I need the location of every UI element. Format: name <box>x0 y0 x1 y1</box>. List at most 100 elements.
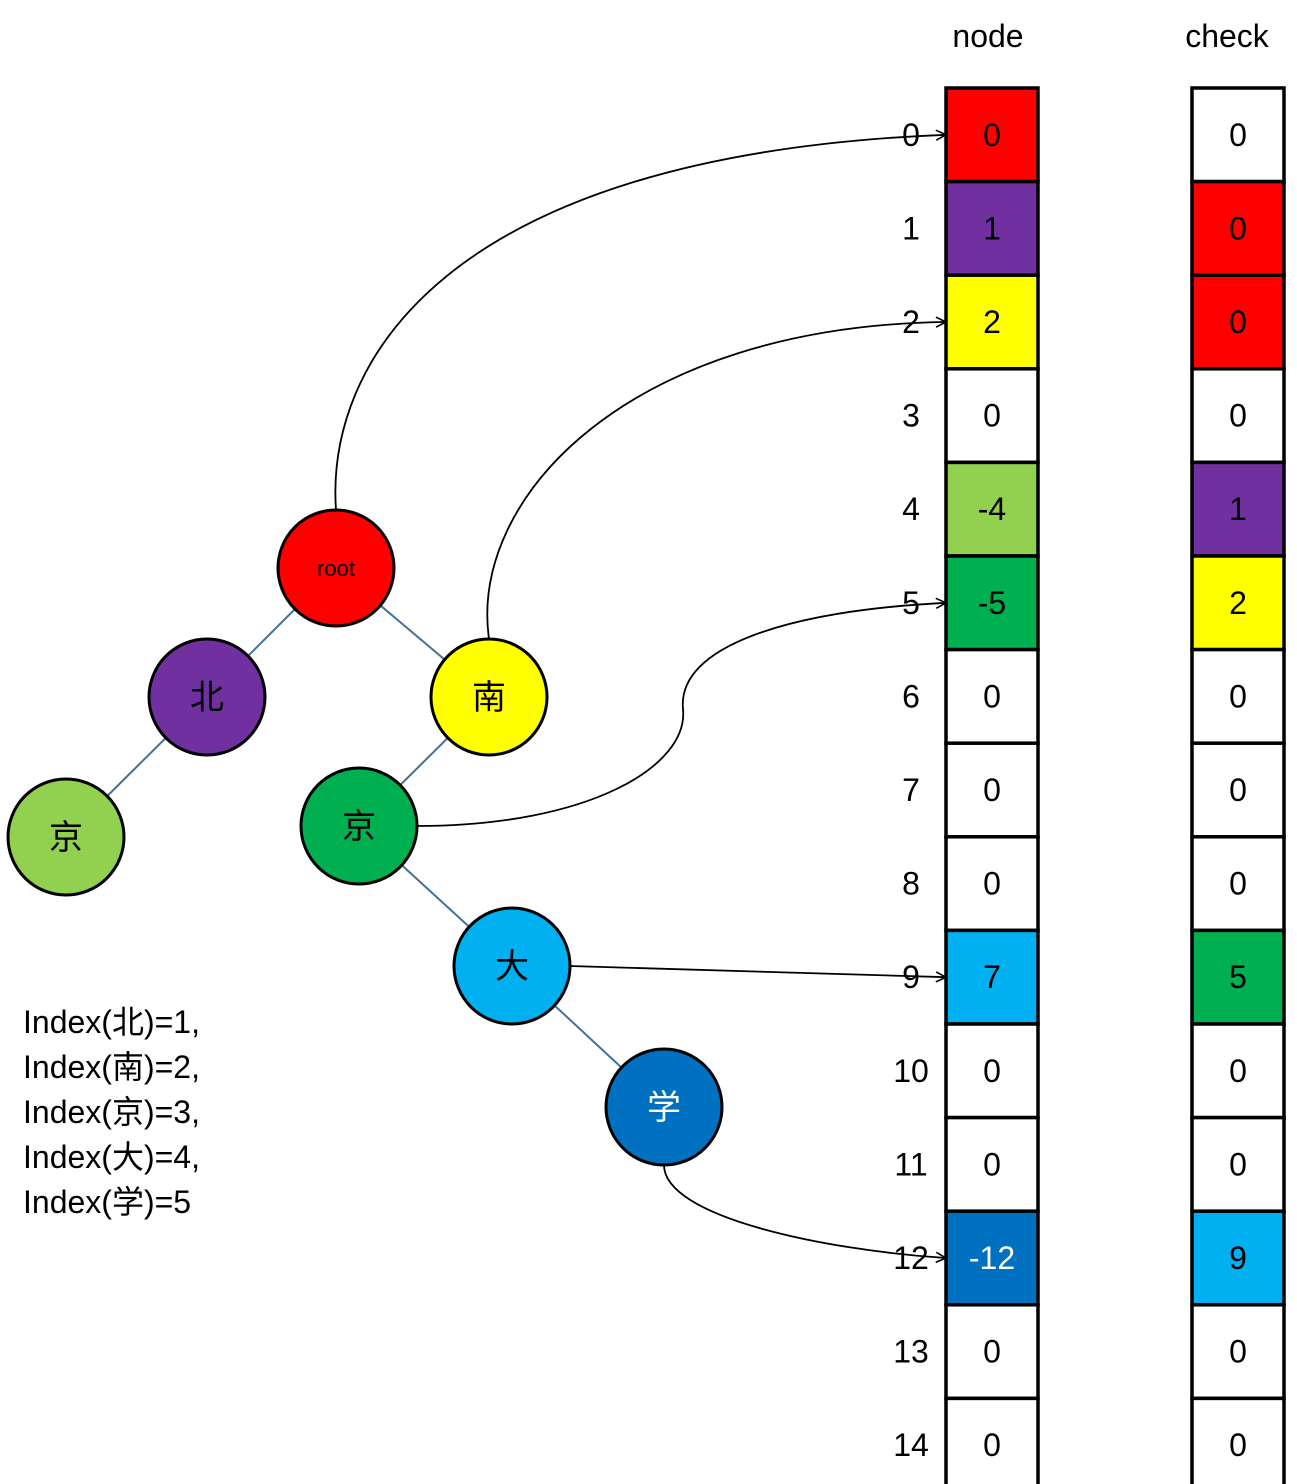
tree-node-circle <box>604 1047 724 1167</box>
node-cell-value: 2 <box>983 304 1001 340</box>
node-cell-value: 0 <box>983 1146 1001 1182</box>
legend-line: Index(学)=5 <box>23 1184 191 1220</box>
check-cell-value: 0 <box>1229 772 1247 808</box>
node-cell <box>944 835 1040 933</box>
check-cell <box>1190 835 1286 933</box>
pointer-arrow <box>569 965 946 977</box>
node-cell-value: 0 <box>983 1427 1001 1463</box>
trie-tree: root 北 南京 京大学 <box>6 508 724 1167</box>
row-index-label: 5 <box>902 585 920 621</box>
check-cell-value: 0 <box>1229 1053 1247 1089</box>
tree-node-circle <box>429 637 549 757</box>
row-index-label: 12 <box>893 1240 929 1276</box>
tree-node-circle <box>299 766 419 886</box>
tree-node-circle <box>276 508 396 628</box>
pointer-arrow <box>663 1164 946 1258</box>
row-index-label: 0 <box>902 117 920 153</box>
legend-line: Index(大)=4, <box>23 1139 200 1175</box>
row-index-label: 9 <box>902 959 920 995</box>
node-cell-value: 7 <box>983 959 1001 995</box>
check-cell <box>1190 1303 1286 1401</box>
check-cell-value: 0 <box>1229 1334 1247 1370</box>
row-index-label: 2 <box>902 304 920 340</box>
check-cell <box>1190 367 1286 465</box>
tree-node-label: 京 <box>342 807 376 847</box>
check-cell-value: 0 <box>1229 210 1247 246</box>
check-cell-value: 0 <box>1229 1427 1247 1463</box>
tree-node-da: 大 <box>452 906 572 1026</box>
row-index-label: 8 <box>902 866 920 902</box>
node-cell-value: -4 <box>978 491 1006 527</box>
check-cell-value: 9 <box>1229 1240 1247 1276</box>
row-index-label: 3 <box>902 398 920 434</box>
index-legend: Index(北)=1, Index(南)=2, Index(京)=3, Inde… <box>23 1004 200 1220</box>
legend-line: Index(京)=3, <box>23 1094 200 1130</box>
row-index-label: 13 <box>893 1334 929 1370</box>
row-index-label: 7 <box>902 772 920 808</box>
node-column-header: node <box>952 18 1023 54</box>
check-column-header: check <box>1185 18 1270 54</box>
node-cell-value: -12 <box>969 1240 1015 1276</box>
tree-node-circle <box>6 777 126 897</box>
check-cell-value: 0 <box>1229 1146 1247 1182</box>
tree-node-label: 京 <box>49 818 83 858</box>
tree-node-label: 北 <box>190 678 224 718</box>
check-cell <box>1190 460 1286 558</box>
tree-node-label: root <box>317 556 355 581</box>
node-cell-value: 0 <box>983 866 1001 902</box>
check-cell-value: 0 <box>1229 866 1247 902</box>
row-index-label: 6 <box>902 678 920 714</box>
tree-node-label: 学 <box>647 1088 681 1128</box>
tree-node-circle <box>452 906 572 1026</box>
node-cell <box>944 1396 1040 1484</box>
row-index-label: 4 <box>902 491 920 527</box>
tree-node-nan: 南 <box>429 637 549 757</box>
node-cell-value: 0 <box>983 1334 1001 1370</box>
check-cell-value: 0 <box>1229 398 1247 434</box>
check-cell-value: 2 <box>1229 585 1247 621</box>
tree-node-label: 南 <box>472 678 506 718</box>
pointer-arrow <box>486 322 946 640</box>
check-cell <box>1190 928 1286 1026</box>
pointer-arrow <box>334 135 946 511</box>
legend-line: Index(南)=2, <box>23 1049 200 1085</box>
pointer-arrows <box>334 135 946 1258</box>
node-cell-value: 0 <box>983 678 1001 714</box>
node-cell <box>944 1303 1040 1401</box>
check-cell-value: 0 <box>1229 117 1247 153</box>
row-index-label: 10 <box>893 1053 929 1089</box>
check-cell-value: 0 <box>1229 304 1247 340</box>
tree-node-label: 大 <box>495 947 529 987</box>
node-cell-value: 0 <box>983 1053 1001 1089</box>
node-cell-value: 0 <box>983 398 1001 434</box>
legend-line: Index(北)=1, <box>23 1004 200 1040</box>
node-cell <box>944 1209 1040 1307</box>
node-cell-value: 0 <box>983 117 1001 153</box>
pointer-arrow <box>416 603 946 827</box>
row-index-label: 11 <box>894 1146 927 1182</box>
node-cell <box>944 554 1040 652</box>
node-cell-value: 1 <box>983 210 1001 246</box>
tree-node-nan-jing: 京 <box>299 766 419 886</box>
row-index-label: 1 <box>902 210 920 246</box>
row-index-label: 14 <box>893 1427 929 1463</box>
check-cell-value: 0 <box>1229 678 1247 714</box>
node-cell <box>944 179 1040 277</box>
tree-node-xue: 学 <box>604 1047 724 1167</box>
check-cell <box>1190 1396 1286 1484</box>
check-cell-value: 5 <box>1229 959 1247 995</box>
node-cell <box>944 1022 1040 1120</box>
tree-node-bei: 北 <box>147 637 267 757</box>
tree-node-circle <box>147 637 267 757</box>
check-cell <box>1190 86 1286 184</box>
check-cell <box>1190 1115 1286 1213</box>
check-cell-value: 1 <box>1229 491 1247 527</box>
node-cell-value: 0 <box>983 772 1001 808</box>
tree-node-bei-jing: 京 <box>6 777 126 897</box>
node-cell <box>944 273 1040 371</box>
check-cell <box>1190 1209 1286 1307</box>
node-cell-value: -5 <box>978 585 1006 621</box>
tree-node-root: root <box>276 508 396 628</box>
